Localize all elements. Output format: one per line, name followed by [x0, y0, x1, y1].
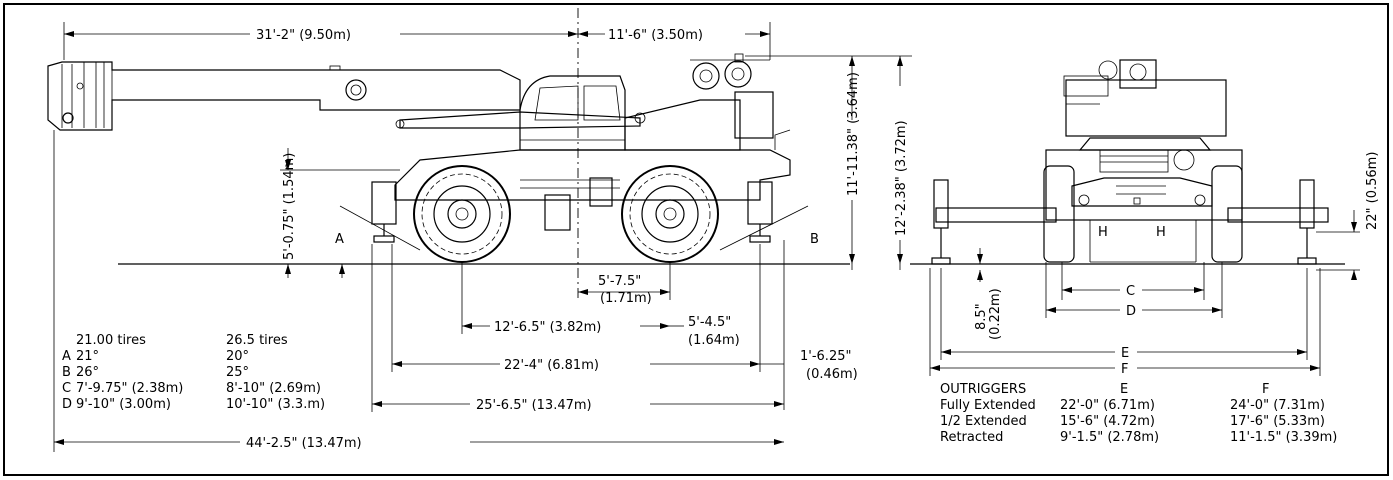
svg-text:H: H	[1098, 225, 1108, 240]
tire-row-v1: 7'-9.75" (2.38m)	[76, 381, 183, 396]
dim-wheelbase: 12'-6.5" (3.82m)	[494, 320, 601, 335]
boom	[47, 61, 646, 131]
dim-pad-offset-m: (0.46m)	[806, 367, 858, 382]
drawing-border	[3, 3, 1389, 476]
outrigger-table-title: OUTRIGGERS	[940, 382, 1026, 397]
outrigger-col-f: F	[1262, 382, 1269, 397]
dim-body-length: 25'-6.5" (13.47m)	[476, 398, 592, 413]
dimension-lines-side: 31'-2" (9.50m) 11'-6" (3.50m) 11'-11.38"…	[53, 22, 912, 452]
approach-angle-line-a	[339, 205, 421, 251]
dimension-lines-front: 22" (0.56m) 8.5" (0.22m) C D E	[929, 152, 1380, 377]
tire-row-key: B	[62, 365, 71, 380]
dim-ground-clearance: 5'-0.75" (1.54m)	[282, 153, 297, 260]
dim-pad-depth-m: (0.22m)	[988, 288, 1003, 340]
crane-front-view: H H	[910, 59, 1345, 265]
front-wheel	[413, 165, 511, 263]
dim-rear-overhang: 5'-4.5"	[688, 315, 731, 330]
tire-table: 21.00 tires 26.5 tires A 21° 20° B 26° 2…	[62, 333, 325, 412]
superstructure	[624, 53, 791, 151]
dim-rear: 11'-6" (3.50m)	[608, 28, 703, 43]
dim-outrigger-span: 22'-4" (6.81m)	[504, 358, 599, 373]
tire-row-v2: 8'-10" (2.69m)	[226, 381, 321, 396]
tire-row-v1: 26°	[76, 365, 99, 380]
outrigger-col-e: E	[1120, 382, 1128, 397]
dim-center-rear: 5'-7.5"	[598, 274, 641, 289]
dim-label-d: D	[1126, 304, 1136, 319]
dim-boom-front: 31'-2" (9.50m)	[256, 28, 351, 43]
dim-label-c: C	[1126, 284, 1135, 299]
tire-header-26: 26.5 tires	[226, 333, 288, 348]
dim-center-rear-m: (1.71m)	[600, 291, 652, 306]
outrigger-row-label: Retracted	[940, 430, 1003, 445]
dim-label-f: F	[1121, 362, 1128, 377]
crane-side-view: A B	[47, 8, 850, 300]
dim-label-e: E	[1121, 346, 1129, 361]
outrigger-row-label: Fully Extended	[940, 398, 1036, 413]
carrier-chassis	[394, 149, 791, 231]
tire-row-v1: 21°	[76, 349, 99, 364]
dim-pad-height: 22" (0.56m)	[1365, 152, 1380, 230]
outrigger-table: OUTRIGGERS E F Fully Extended 22'-0" (6.…	[940, 382, 1337, 445]
tire-row-key: C	[62, 381, 71, 396]
dim-pad-offset: 1'-6.25"	[800, 349, 851, 364]
dim-rear-overhang-m: (1.64m)	[688, 333, 740, 348]
departure-angle-line-b	[719, 205, 809, 251]
rear-wheel	[621, 165, 719, 263]
tire-row-v2: 10'-10" (3.3.m)	[226, 397, 325, 412]
tire-row-key: A	[62, 349, 71, 364]
tire-row-key: D	[62, 397, 72, 412]
svg-text:H: H	[1156, 225, 1166, 240]
angle-label-b: B	[810, 232, 819, 247]
outrigger-row-e: 15'-6" (4.72m)	[1060, 414, 1155, 429]
tire-row-v2: 20°	[226, 349, 249, 364]
outrigger-row-label: 1/2 Extended	[940, 414, 1027, 429]
outrigger-row-f: 11'-1.5" (3.39m)	[1230, 430, 1337, 445]
angle-label-a: A	[335, 232, 344, 247]
outrigger-row-f: 24'-0" (7.31m)	[1230, 398, 1325, 413]
outrigger-front-side	[371, 181, 397, 243]
dim-pad-depth: 8.5"	[974, 303, 989, 330]
tire-header-21: 21.00 tires	[76, 333, 146, 348]
dim-overall-length: 44'-2.5" (13.47m)	[246, 436, 362, 451]
outrigger-row-e: 22'-0" (6.71m)	[1060, 398, 1155, 413]
dim-overall-height: 12'-2.38" (3.72m)	[894, 120, 909, 236]
tire-row-v1: 9'-10" (3.00m)	[76, 397, 171, 412]
operator-cab	[519, 75, 626, 151]
outrigger-row-e: 9'-1.5" (2.78m)	[1060, 430, 1159, 445]
dim-cab-height: 11'-11.38" (3.64m)	[846, 72, 861, 196]
outrigger-row-f: 17'-6" (5.33m)	[1230, 414, 1325, 429]
tire-row-v2: 25°	[226, 365, 249, 380]
